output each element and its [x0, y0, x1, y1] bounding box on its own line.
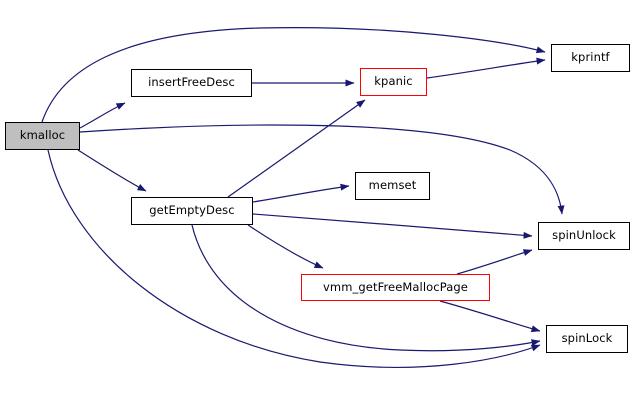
node-spinunlock[interactable]: spinUnlock — [538, 222, 630, 250]
edge-vmmgetfreemallocpage-to-spinlock — [439, 300, 541, 333]
node-label-getemptydesc: getEmptyDesc — [149, 203, 235, 218]
node-label-spinlock: spinLock — [561, 331, 613, 346]
edge-getemptydesc-to-kpanic — [227, 99, 366, 198]
edge-getemptydesc-to-spinlock — [191, 224, 541, 352]
node-label-kprintf: kprintf — [571, 50, 610, 65]
node-memset[interactable]: memset — [355, 172, 430, 200]
node-getemptydesc[interactable]: getEmptyDesc — [131, 197, 253, 225]
node-label-kmalloc: kmalloc — [19, 128, 66, 143]
edge-vmmgetfreemallocpage-to-spinunlock — [456, 249, 533, 275]
node-label-spinunlock: spinUnlock — [552, 228, 616, 243]
edge-kmalloc-to-spinunlock — [79, 124, 565, 215]
node-insertfreedesc[interactable]: insertFreeDesc — [131, 69, 252, 97]
node-label-vmm-getfreemallocpage: vmm_getFreeMallocPage — [323, 279, 468, 294]
edge-kmalloc-to-getemptydesc — [77, 149, 147, 192]
edge-getemptydesc-to-spinunlock — [252, 213, 533, 239]
edge-kmalloc-to-kprintf — [41, 27, 546, 123]
edge-kmalloc-to-spinlock — [47, 149, 541, 368]
node-label-kpanic: kpanic — [374, 74, 413, 89]
node-spinlock[interactable]: spinLock — [546, 325, 628, 353]
edge-kpanic-to-kprintf — [426, 57, 546, 79]
node-kprintf[interactable]: kprintf — [551, 44, 630, 72]
node-kmalloc[interactable]: kmalloc — [5, 122, 80, 150]
edge-getemptydesc-to-memset — [252, 183, 350, 203]
node-vmm-getfreemallocpage[interactable]: vmm_getFreeMallocPage — [301, 274, 490, 301]
node-label-insertfreedesc: insertFreeDesc — [148, 75, 235, 90]
node-label-memset: memset — [368, 178, 417, 193]
node-kpanic[interactable]: kpanic — [360, 68, 427, 96]
edge-getemptydesc-to-vmmgetfreemallocpage — [247, 224, 324, 269]
edge-kmalloc-to-insertfreedesc — [79, 102, 126, 129]
